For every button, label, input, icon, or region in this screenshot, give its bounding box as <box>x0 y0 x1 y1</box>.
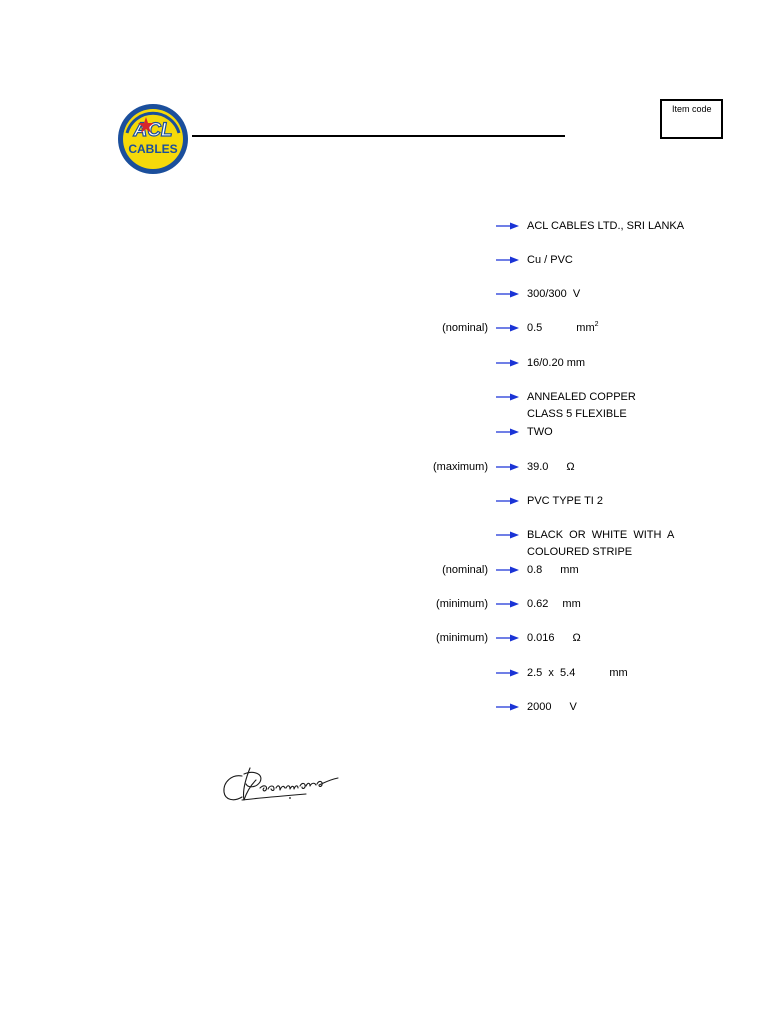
svg-text:CABLES: CABLES <box>128 142 177 156</box>
arrow-right-icon <box>496 463 519 471</box>
spec-qualifier: (nominal) <box>442 564 488 576</box>
spec-value: PVC TYPE TI 2 <box>527 495 604 507</box>
item-code-box: Item code <box>660 99 723 139</box>
arrow-right-icon <box>496 393 519 401</box>
header-rule <box>192 135 565 137</box>
arrow-right-icon <box>496 222 519 230</box>
arrow-right-icon <box>496 359 519 367</box>
spec-qualifier: (minimum) <box>436 632 488 644</box>
arrow-right-icon <box>496 256 519 264</box>
spec-qualifier: (nominal) <box>442 322 488 334</box>
acl-cables-logo: ACL CABLES <box>118 104 188 174</box>
spec-value: 16/0.20 mm <box>527 357 586 369</box>
arrow-right-icon <box>496 669 519 677</box>
arrow-right-icon <box>496 290 519 298</box>
arrow-right-icon <box>496 634 519 642</box>
arrow-right-icon <box>496 703 519 711</box>
arrow-right-icon <box>496 428 519 436</box>
spec-value: 300/300 V <box>527 288 581 300</box>
item-code-label: Item code <box>672 104 712 114</box>
spec-value: TWO <box>527 426 553 438</box>
spec-value: ACL CABLES LTD., SRI LANKA <box>527 220 685 232</box>
spec-qualifier: (minimum) <box>436 598 488 610</box>
arrow-right-icon <box>496 531 519 539</box>
spec-qualifier: (maximum) <box>433 461 488 473</box>
spec-value: Cu / PVC <box>527 254 573 266</box>
arrow-right-icon <box>496 497 519 505</box>
arrow-right-icon <box>496 566 519 574</box>
arrow-right-icon <box>496 600 519 608</box>
signature <box>223 767 339 801</box>
arrow-right-icon <box>496 324 519 332</box>
